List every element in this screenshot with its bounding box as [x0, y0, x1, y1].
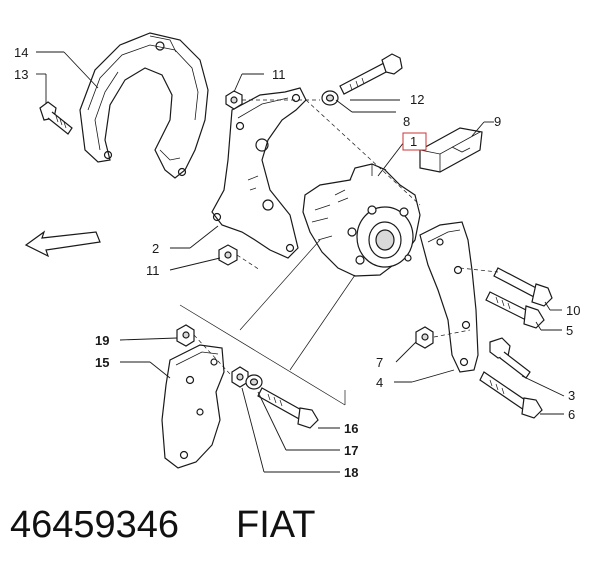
callout-10: 10 — [566, 303, 580, 318]
nut-18-part — [231, 366, 249, 388]
bolt-13-part — [39, 101, 73, 135]
callout-1-highlight-box — [402, 132, 427, 151]
callout-19: 19 — [95, 333, 109, 348]
part-number-caption: 46459346 — [10, 504, 179, 546]
nut-7-part — [415, 326, 434, 349]
bolt-6-part — [479, 371, 543, 419]
callout-12: 12 — [410, 92, 424, 107]
alignment-lines — [193, 99, 499, 375]
callout-14: 14 — [14, 45, 28, 60]
spacer-block-9-part — [419, 127, 483, 173]
callout-1: 1 — [410, 134, 417, 149]
callout-2: 2 — [152, 241, 159, 256]
callout-6: 6 — [568, 407, 575, 422]
callout-13: 13 — [14, 67, 28, 82]
guide-lines — [179, 239, 356, 406]
pump-1-part — [302, 163, 421, 277]
washer-17-part — [245, 374, 263, 390]
callout-5: 5 — [566, 323, 573, 338]
callout-18: 18 — [344, 465, 358, 480]
callout-16: 16 — [344, 421, 358, 436]
brand-caption: FIAT — [236, 504, 316, 546]
bracket-plate-part — [211, 87, 307, 259]
callout-3: 3 — [568, 388, 575, 403]
washer-8-part — [321, 90, 339, 106]
bolt-5-part — [485, 291, 545, 329]
callout-4: 4 — [376, 375, 383, 390]
callout-7: 7 — [376, 355, 383, 370]
nut-11-lower-part — [218, 244, 238, 266]
lower-bracket-15-part — [161, 344, 225, 469]
support-bracket-4-part — [419, 221, 479, 373]
callout-11-lower: 11 — [146, 263, 160, 278]
nut-19-part — [176, 324, 195, 347]
callout-8: 8 — [403, 114, 410, 129]
callout-9: 9 — [494, 114, 501, 129]
callout-15: 15 — [95, 355, 109, 370]
direction-arrow-icon — [24, 230, 101, 258]
bolt-16-part — [257, 387, 319, 429]
leader-lines — [36, 51, 565, 473]
bolt-3-part — [489, 337, 531, 379]
bolt-10-part — [493, 267, 553, 307]
callout-11-upper: 11 — [272, 67, 286, 82]
callout-17: 17 — [344, 443, 358, 458]
belt-guard-part — [79, 32, 209, 179]
bolt-12-part — [339, 53, 403, 95]
